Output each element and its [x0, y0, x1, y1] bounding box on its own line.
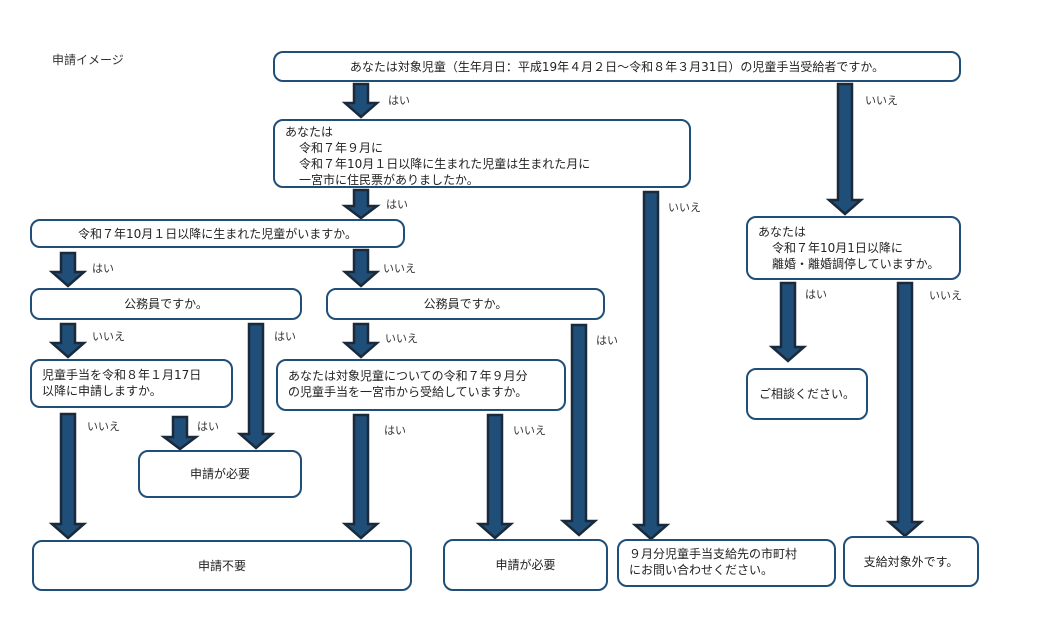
result-not-eligible: 支給対象外です。 [843, 536, 979, 587]
label-no: いいえ [929, 289, 962, 302]
q5a-line2: 以降に申請しますか。 [42, 384, 162, 398]
label-yes: はい [386, 198, 408, 211]
q6-line3: 離婚・離婚調停していますか。 [772, 257, 940, 271]
arrow-q3-yes [48, 251, 88, 288]
result-please-consult: ご相談ください。 [746, 368, 868, 420]
arrow-q4a-yes [236, 322, 276, 450]
question-september-benefit: あなたは対象児童についての令和７年９月分 の児童手当を一宮市から受給していますか… [276, 359, 566, 411]
arrow-q3-no [341, 248, 381, 288]
label-no: いいえ [668, 201, 701, 214]
label-no: いいえ [513, 424, 546, 437]
label-yes: はい [596, 334, 618, 347]
contact-line2: にお問い合わせください。 [629, 563, 774, 577]
question-residence: あなたは 令和７年９月に 令和７年10月１日以降に生まれた児童は生まれた月に 一… [273, 119, 691, 188]
q2-line3: 令和７年10月１日以降に生まれた児童は生まれた月に [299, 157, 591, 171]
arrow-q4a-no [48, 322, 88, 359]
arrow-q5b-no [475, 413, 515, 540]
arrow-q4b-no [341, 322, 381, 359]
result-application-required-2-text: 申請が必要 [495, 558, 556, 572]
result-not-eligible-text: 支給対象外です。 [863, 554, 959, 569]
question-civil-servant-b: 公務員ですか。 [326, 288, 605, 320]
result-contact-municipality: ９月分児童手当支給先の市町村 にお問い合わせください。 [617, 539, 836, 587]
q2-line1: あなたは [285, 125, 334, 139]
question-eligibility-text: あなたは対象児童（生年月日：平成19年４月２日～令和８年３月31日）の児童手当受… [349, 59, 885, 74]
result-application-required-2: 申請が必要 [443, 539, 608, 591]
question-civil-servant-b-text: 公務員ですか。 [423, 297, 508, 311]
question-eligibility: あなたは対象児童（生年月日：平成19年４月２日～令和８年３月31日）の児童手当受… [273, 51, 961, 82]
arrow-q5b-yes [341, 413, 381, 540]
q5a-line1: 児童手当を令和８年１月17日 [42, 368, 202, 382]
question-civil-servant-a: 公務員ですか。 [30, 288, 302, 320]
arrow-q6-no [885, 281, 925, 538]
q2-line2: 令和７年９月に [299, 141, 384, 155]
label-yes: はい [197, 420, 219, 433]
arrow-q6-yes [768, 281, 808, 363]
label-no: いいえ [383, 262, 416, 275]
q5b-line2: の児童手当を一宮市から受給していますか。 [288, 385, 528, 399]
arrow-q4b-yes [559, 323, 599, 537]
question-apply-date: 児童手当を令和８年１月17日 以降に申請しますか。 [30, 359, 233, 408]
question-civil-servant-a-text: 公務員ですか。 [124, 297, 208, 311]
result-please-consult-text: ご相談ください。 [758, 387, 855, 401]
q2-line4: 一宮市に住民票がありましたか。 [299, 173, 479, 187]
contact-line1: ９月分児童手当支給先の市町村 [629, 547, 798, 561]
arrow-q2-yes [341, 188, 381, 220]
question-newborn: 令和７年10月１日以降に生まれた児童がいますか。 [30, 219, 405, 248]
label-no: いいえ [865, 94, 898, 107]
q6-line2: 令和７年10月1日以降に [772, 241, 903, 255]
arrow-q5a-yes [160, 415, 200, 451]
question-newborn-text: 令和７年10月１日以降に生まれた児童がいますか。 [77, 226, 358, 241]
result-application-not-required: 申請不要 [32, 540, 412, 591]
label-yes: はい [388, 94, 410, 107]
label-no: いいえ [92, 330, 125, 343]
label-no: いいえ [385, 332, 418, 345]
arrow-q1-no [825, 82, 865, 216]
arrow-q5a-no [48, 412, 88, 540]
label-no: いいえ [87, 420, 120, 433]
q5b-line1: あなたは対象児童についての令和７年９月分 [288, 369, 528, 383]
arrow-q1-yes [341, 82, 381, 119]
result-application-required-1: 申請が必要 [138, 450, 302, 498]
label-yes: はい [805, 288, 827, 301]
result-application-required-1-text: 申請が必要 [189, 467, 250, 481]
arrow-q2-no [631, 190, 671, 541]
question-divorce: あなたは 令和７年10月1日以降に 離婚・離婚調停していますか。 [746, 216, 961, 280]
page-title: 申請イメージ [52, 53, 124, 67]
label-yes: はい [274, 330, 296, 343]
result-application-not-required-text: 申請不要 [197, 558, 246, 573]
q6-line1: あなたは [758, 225, 807, 239]
label-yes: はい [92, 262, 114, 275]
label-yes: はい [384, 424, 406, 437]
